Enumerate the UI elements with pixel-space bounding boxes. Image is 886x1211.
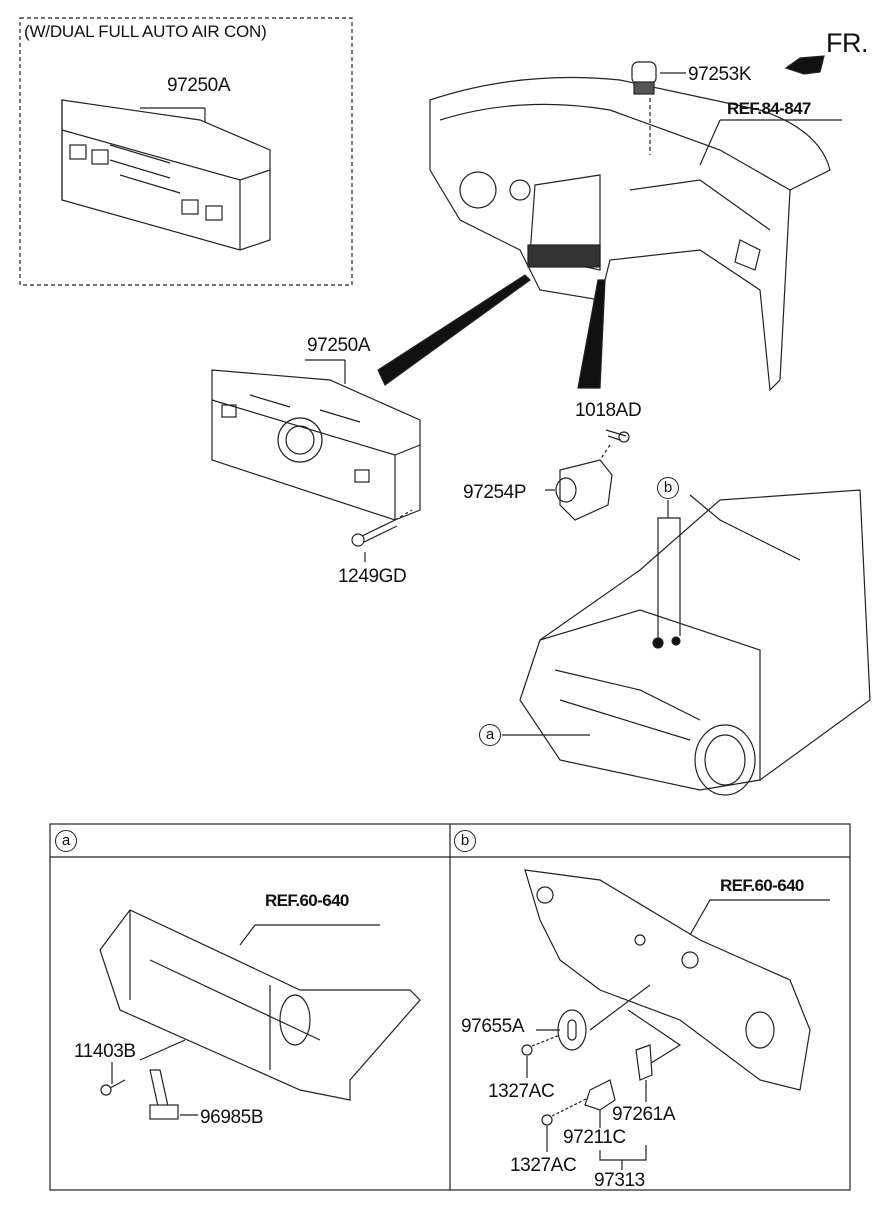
part-label-97254P[interactable]: 97254P [463, 482, 527, 503]
control-panel-variant-drawing [61, 99, 271, 251]
front-arrow-icon [784, 55, 825, 75]
part-label-96985B[interactable]: 96985B [200, 1107, 264, 1128]
part-label-1327AC-upper[interactable]: 1327AC [488, 1081, 555, 1102]
dashboard-drawing [429, 76, 842, 392]
part-label-97655A[interactable]: 97655A [461, 1016, 525, 1037]
part-label-97211C[interactable]: 97211C [563, 1127, 626, 1148]
part-label-1018AD[interactable]: 1018AD [575, 400, 642, 421]
dash-panel-drawing [521, 869, 830, 1170]
sensor-97254P-drawing [545, 429, 630, 521]
detail-table [49, 823, 851, 1191]
variant-box-border [19, 17, 353, 286]
part-label-97261A[interactable]: 97261A [612, 1104, 676, 1125]
detail-a-marker: a [55, 830, 77, 852]
part-label-1327AC-lower[interactable]: 1327AC [510, 1155, 577, 1176]
ref-label-60-640-a[interactable]: REF.60-640 [265, 891, 349, 910]
part-label-1249GD[interactable]: 1249GD [338, 566, 407, 587]
control-unit-drawing [211, 359, 421, 521]
part-label-11403B[interactable]: 11403B [74, 1041, 136, 1062]
part-label-97250A-variant[interactable]: 97250A [167, 75, 231, 96]
callout-a: a [479, 724, 501, 746]
radiator-support-drawing [99, 909, 421, 1120]
screw-1249GD-drawing [351, 509, 413, 562]
pointer-wedge-left [377, 274, 531, 386]
front-direction-label: FR. [826, 28, 869, 58]
part-label-97250A[interactable]: 97250A [307, 335, 371, 356]
callout-b: b [657, 477, 679, 499]
sensor-97253K-drawing [631, 61, 686, 95]
ref-label-60-640-b[interactable]: REF.60-640 [720, 876, 804, 895]
vehicle-drawing [502, 489, 871, 796]
part-label-97313[interactable]: 97313 [594, 1170, 645, 1191]
ref-label-84-847[interactable]: REF.84-847 [727, 99, 811, 118]
variant-box-title: (W/DUAL FULL AUTO AIR CON) [24, 22, 267, 41]
part-label-97253K[interactable]: 97253K [688, 64, 752, 85]
detail-b-marker: b [454, 830, 476, 852]
pointer-wedge-down [577, 279, 606, 389]
